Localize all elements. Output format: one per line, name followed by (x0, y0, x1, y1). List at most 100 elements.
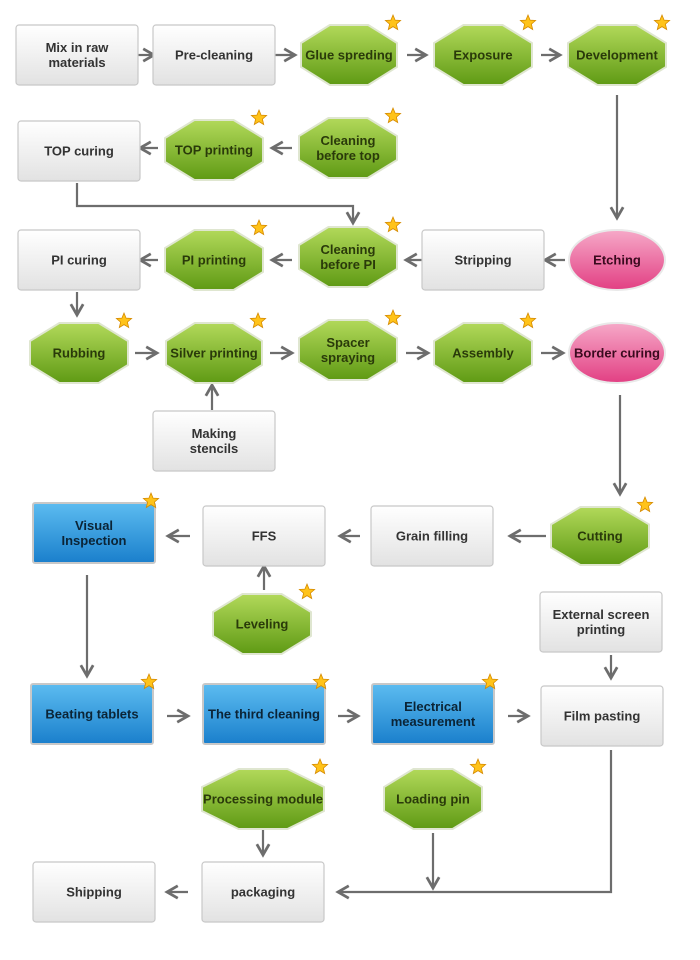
node-label: printing (577, 622, 625, 637)
octagon-shape (164, 119, 264, 181)
node-label: Spacer (326, 335, 369, 350)
node-pi-printing: PI printing (164, 218, 268, 291)
box-shape (421, 229, 545, 291)
node-label: Cleaning (321, 242, 376, 257)
star-icon (250, 218, 268, 236)
star-icon (519, 13, 537, 31)
box-shape (17, 229, 141, 291)
node-label: TOP curing (44, 144, 114, 159)
node-label: Etching (593, 253, 641, 268)
node-rubbing: Rubbing (29, 311, 133, 384)
box-shape (32, 861, 156, 923)
octagon-shape (567, 24, 667, 86)
star-icon (384, 13, 402, 31)
node-loading: Loading pin (383, 757, 487, 830)
box-shape (30, 683, 154, 745)
octagon-shape (298, 319, 398, 381)
box-shape (202, 505, 326, 567)
node-grain: Grain filling (370, 505, 494, 567)
node-exposure: Exposure (433, 13, 537, 86)
box-shape (540, 685, 664, 747)
octagon-shape (433, 322, 533, 384)
star-icon (298, 582, 316, 600)
octagon-shape (298, 226, 398, 288)
node-label: Shipping (66, 885, 122, 900)
node-label: Stripping (454, 253, 511, 268)
box-shape (32, 502, 156, 564)
star-icon (384, 308, 402, 326)
node-leveling: Leveling (212, 582, 316, 655)
node-label: Exposure (453, 48, 512, 63)
star-icon (481, 672, 499, 690)
node-label: Grain filling (396, 529, 468, 544)
box-shape (371, 683, 495, 745)
node-glue: Glue spreding (300, 13, 402, 86)
node-label: spraying (321, 350, 375, 365)
node-label: packaging (231, 885, 295, 900)
node-label: Development (576, 48, 658, 63)
octagon-shape (298, 117, 398, 179)
star-icon (142, 491, 160, 509)
box-shape (17, 120, 141, 182)
star-icon (653, 13, 671, 31)
node-label: FFS (252, 529, 277, 544)
node-third: The third cleaning (202, 672, 330, 745)
node-label: Inspection (61, 533, 126, 548)
star-icon (384, 215, 402, 233)
node-label: Leveling (236, 617, 289, 632)
star-icon (115, 311, 133, 329)
octagon-shape (212, 593, 312, 655)
node-label: External screen (553, 607, 650, 622)
node-packaging: packaging (201, 861, 325, 923)
node-shipping: Shipping (32, 861, 156, 923)
node-label: Cleaning (321, 133, 376, 148)
node-label: Mix in raw (46, 40, 110, 55)
node-border: Border curing (568, 322, 666, 384)
node-assembly: Assembly (433, 311, 537, 384)
ellipse-shape (568, 322, 666, 384)
node-film: Film pasting (540, 685, 664, 747)
star-icon (312, 672, 330, 690)
node-label: The third cleaning (208, 707, 320, 722)
node-label: Rubbing (53, 346, 106, 361)
node-label: PI curing (51, 253, 107, 268)
node-label: Border curing (574, 346, 660, 361)
octagon-shape (201, 768, 325, 830)
box-shape (202, 683, 326, 745)
node-ffs: FFS (202, 505, 326, 567)
octagon-shape (165, 322, 263, 384)
ellipse-shape (568, 229, 666, 291)
node-label: measurement (391, 714, 476, 729)
star-icon (636, 495, 654, 513)
star-icon (311, 757, 329, 775)
node-silver: Silver printing (165, 311, 267, 384)
box-shape (15, 24, 139, 86)
node-label: Electrical (404, 699, 462, 714)
star-icon (519, 311, 537, 329)
node-label: TOP printing (175, 143, 253, 158)
node-label: Loading pin (396, 792, 470, 807)
arrow-film-to-packaging (335, 750, 613, 900)
node-label: Visual (75, 518, 113, 533)
node-label: before PI (320, 257, 376, 272)
star-icon (140, 672, 158, 690)
node-label: Silver printing (170, 346, 257, 361)
node-cutting: Cutting (550, 495, 654, 566)
node-top-curing: TOP curing (17, 120, 141, 182)
box-shape (370, 505, 494, 567)
star-icon (250, 108, 268, 126)
octagon-shape (433, 24, 533, 86)
star-icon (469, 757, 487, 775)
node-development: Development (567, 13, 671, 86)
octagon-shape (29, 322, 129, 384)
